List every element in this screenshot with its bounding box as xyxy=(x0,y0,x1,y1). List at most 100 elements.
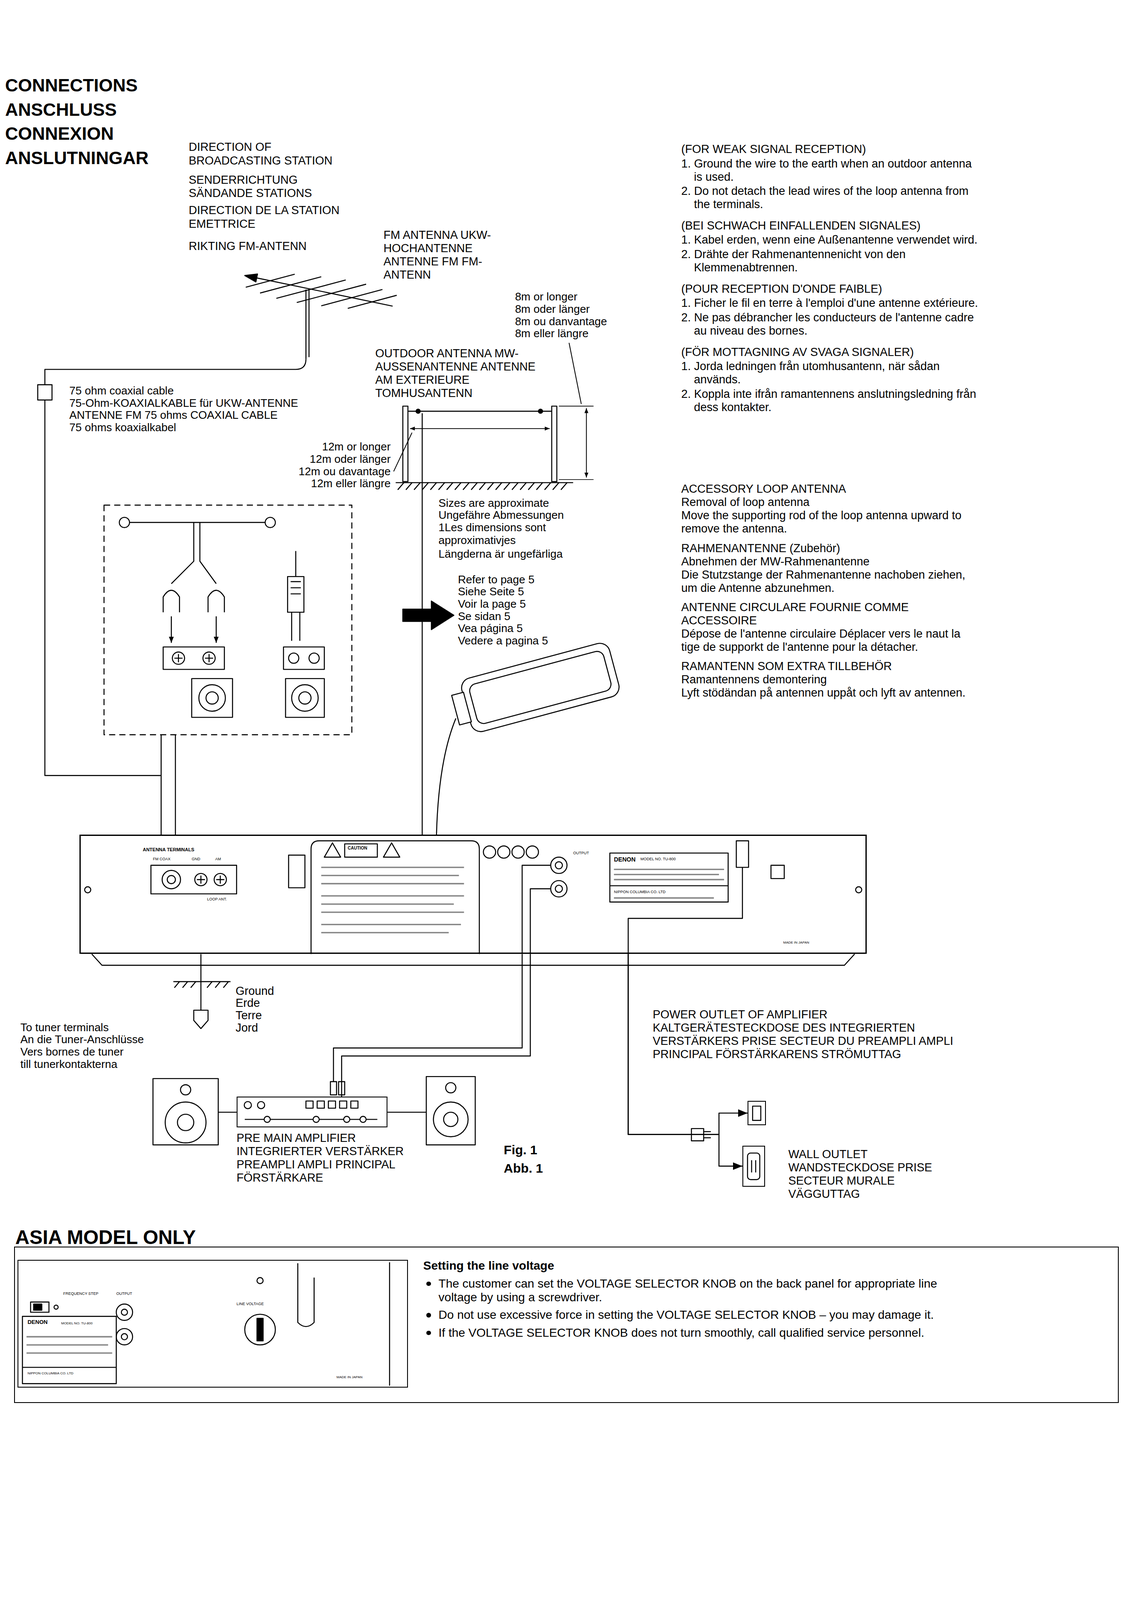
outdoor-antenna xyxy=(395,481,573,483)
node-text: NIPPON COLUMBIA CO. LTD xyxy=(27,1370,74,1375)
node-text: OUTPUT xyxy=(573,850,590,855)
bullet-dot xyxy=(426,1330,432,1335)
annotation-label: ACCESSORY LOOP ANTENNA xyxy=(681,482,969,496)
asia-panel-details xyxy=(116,1328,133,1345)
annotation-label: Siehe Seite 5 xyxy=(457,585,525,599)
fm-antenna xyxy=(244,273,258,282)
speakers-and-amplifier xyxy=(443,1111,458,1127)
annotation-label: 1. Ground the wire to the earth when an … xyxy=(681,157,982,184)
asia-panel-details xyxy=(121,1308,128,1315)
bullet-dot xyxy=(426,1312,432,1317)
asia-panel-details xyxy=(257,1276,264,1283)
annotation-label: RAMANTENN SOM EXTRA TILLBEHÖR xyxy=(681,659,969,673)
speakers-and-amplifier xyxy=(339,1100,347,1108)
tuner-panel-details xyxy=(609,884,729,886)
loop-antenna xyxy=(436,640,622,835)
tuner-panel-details xyxy=(321,866,464,868)
outdoor-antenna xyxy=(393,432,413,472)
speakers-and-amplifier xyxy=(244,1101,252,1109)
outdoor-antenna xyxy=(568,342,582,404)
outdoor-antenna xyxy=(421,413,423,835)
ground-symbol xyxy=(193,1009,209,1029)
node-text: Do not use excessive force in setting th… xyxy=(438,1307,959,1322)
amp-power-outlet: POWER OUTLET OF AMPLIFIER KALTGERÄTESTEC… xyxy=(747,1100,766,1125)
node-text: GND xyxy=(191,856,201,861)
loop-antenna xyxy=(468,649,613,725)
fm-antenna xyxy=(276,279,346,299)
terminal-inset xyxy=(295,550,297,577)
annotation-label: ASIA MODEL ONLY xyxy=(15,1226,197,1247)
cable-connector xyxy=(341,953,531,1097)
terminal-inset xyxy=(291,684,319,711)
node-text: MADE IN JAPAN xyxy=(336,1374,363,1379)
node-text: POWER OUTLET OF AMPLIFIER KALTGERÄTESTEC… xyxy=(652,1007,971,1061)
annotation-label: 12m oder länger xyxy=(258,452,391,466)
fm-antenna xyxy=(321,289,383,306)
annotation-label: ANTENNE FM 75 ohms COAXIAL CABLE xyxy=(69,408,278,422)
annotation-label: 1. Jorda ledningen från utomhusantenn, n… xyxy=(681,359,982,387)
tuner-panel-details xyxy=(321,931,449,933)
tuner-panel-details xyxy=(526,845,539,858)
outdoor-antenna xyxy=(416,408,421,414)
speakers-and-amplifier xyxy=(350,1100,358,1108)
fm-antenna xyxy=(44,358,306,385)
asia-panel-details xyxy=(26,1351,113,1353)
power-plug xyxy=(752,1105,761,1120)
annotation-label: 75 ohms koaxialkabel xyxy=(69,421,176,435)
annotation-label: Ground xyxy=(235,984,274,998)
tuner-panel-details xyxy=(497,845,511,858)
wall-outlet: WALL OUTLET WANDSTECKDOSE PRISE SECTEUR … xyxy=(742,1145,766,1186)
node-text: MODEL NO. TU-800 xyxy=(640,856,676,861)
annotation-label: 2. Koppla inte ifrån ramantennens anslut… xyxy=(681,387,982,414)
node-text: FREQUENCY STEP xyxy=(63,1290,99,1296)
speakers-and-amplifier xyxy=(180,1084,191,1095)
node-text: MODEL NO. TU-800 xyxy=(61,1320,93,1325)
asia-panel-details xyxy=(26,1335,113,1337)
terminal-inset xyxy=(191,678,233,718)
annotation-label: Ungefähre Abmessungen xyxy=(438,508,592,522)
annotation-label: (POUR RECEPTION D'ONDE FAIBLE) xyxy=(681,282,969,296)
node-text: Setting the line voltage xyxy=(423,1258,555,1273)
annotation-label: Refer to page 5 xyxy=(457,573,535,587)
tuner-panel-details xyxy=(511,845,525,858)
annotation-label: Voir la page 5 xyxy=(457,597,526,611)
power-plug xyxy=(703,1136,711,1138)
node-text: MADE IN JAPAN xyxy=(783,940,810,945)
terminal-inset xyxy=(119,517,130,528)
tuner-panel-details xyxy=(162,870,181,889)
terminal-inset xyxy=(208,589,225,612)
power-plug xyxy=(747,1152,760,1179)
tuner-panel-details xyxy=(550,880,567,897)
terminal-inset xyxy=(171,522,194,584)
annotation-label: Abnehmen der MW-Rahmenantenne xyxy=(681,554,969,569)
tuner-panel-details xyxy=(321,894,464,897)
terminal-inset xyxy=(288,652,300,663)
tuner-panel-details xyxy=(383,842,400,857)
tuner-panel-details xyxy=(530,888,551,954)
reference-arrow xyxy=(402,600,454,630)
outdoor-antenna xyxy=(402,405,408,482)
tuner-panel-details xyxy=(84,886,91,893)
annotation-label: OUTDOOR ANTENNA MW-AUSSENANTENNE ANTENNE… xyxy=(375,346,544,400)
speakers-and-amplifier xyxy=(433,1101,469,1137)
speakers-and-amplifier xyxy=(257,1101,265,1109)
annotation-label: Ramantennens demontering xyxy=(681,672,969,687)
tuner-panel-details xyxy=(522,865,551,954)
audio-cable xyxy=(330,1081,337,1095)
speakers-and-amplifier xyxy=(152,1078,219,1145)
annotation-label: 8m eller längre xyxy=(515,327,589,341)
annotation-label: RIKTING FM-ANTENN xyxy=(188,239,393,253)
node-text: LINE VOLTAGE xyxy=(236,1301,264,1306)
annotation-label: 75 ohm coaxial cable xyxy=(69,384,174,398)
asia-panel-details xyxy=(297,1262,314,1326)
annotation-label: Terre xyxy=(235,1008,262,1022)
outdoor-antenna xyxy=(586,407,587,478)
outdoor-antenna xyxy=(393,342,594,835)
annotation-label: Sizes are approximate xyxy=(438,496,592,510)
tuner-panel-details xyxy=(324,842,341,857)
fm-antenna xyxy=(296,284,367,303)
annotation-label: (BEI SCHWACH EINFALLENDEN SIGNALES) xyxy=(681,219,969,233)
outdoor-antenna xyxy=(410,428,550,429)
speakers-and-amplifier xyxy=(328,1100,336,1108)
